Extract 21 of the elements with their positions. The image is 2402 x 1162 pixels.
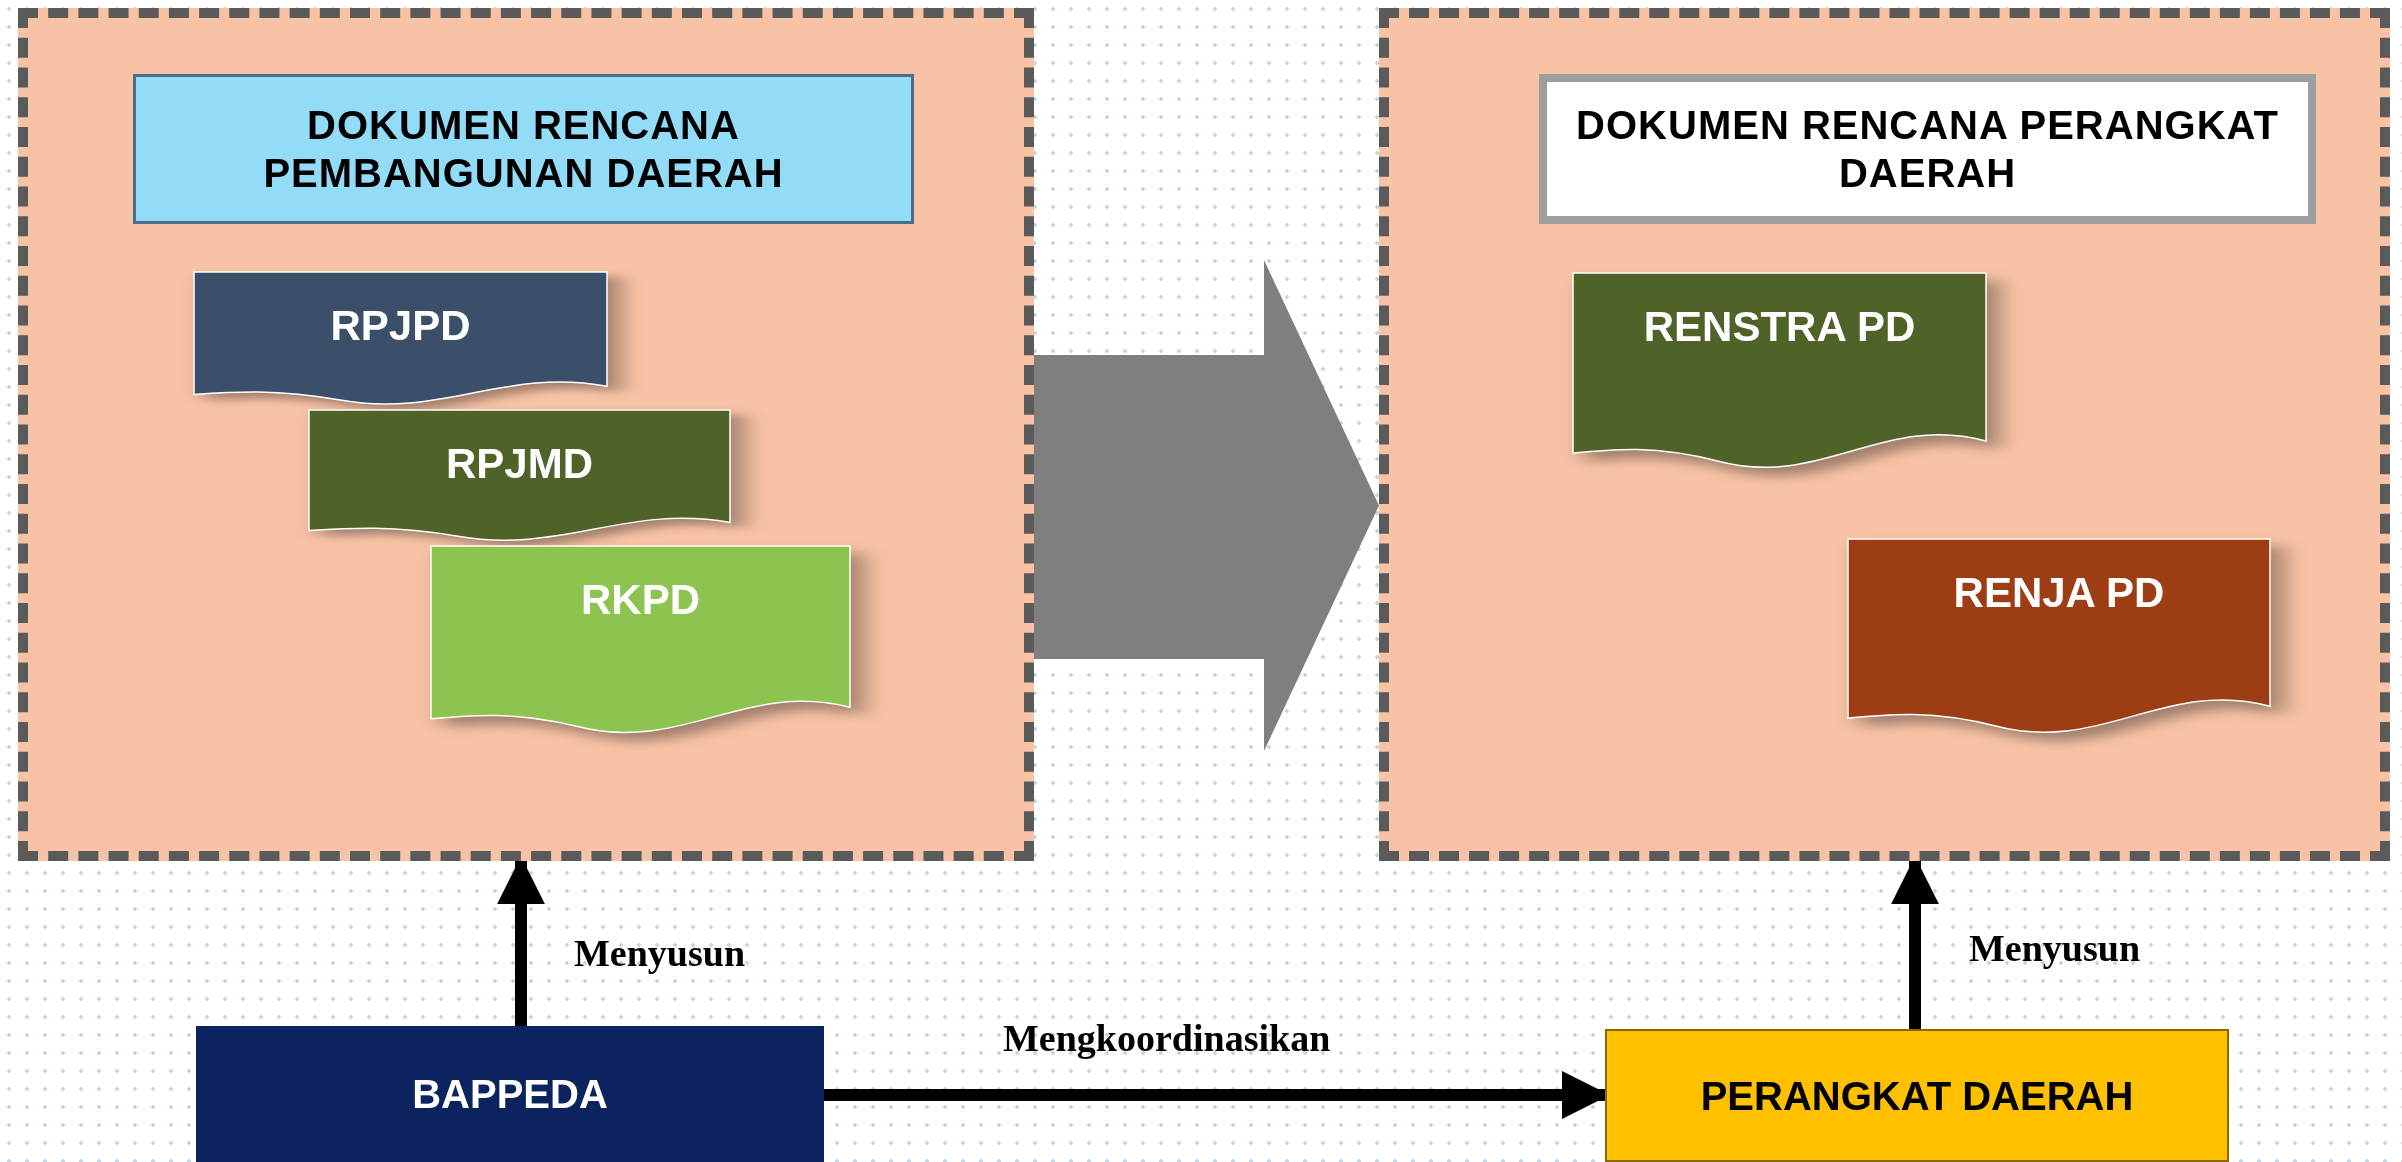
node-label: DOKUMEN RENCANA PERANGKAT DAERAH bbox=[1575, 102, 2280, 197]
edge-label: Mengkoordinasikan bbox=[1003, 1016, 1331, 1061]
node-label: RENSTRA PD bbox=[1643, 302, 1916, 352]
organization-box bbox=[196, 1026, 824, 1162]
edge-label: Menyusun bbox=[574, 931, 746, 976]
node-label: RENJA PD bbox=[1953, 568, 2165, 618]
node-label: RPJPD bbox=[330, 301, 471, 351]
document-shape bbox=[194, 272, 607, 408]
heading-box bbox=[1539, 74, 2316, 224]
node-label: RKPD bbox=[581, 575, 700, 625]
group-panel bbox=[18, 8, 1034, 861]
heading-box bbox=[133, 74, 914, 224]
node-label: PERANGKAT DAERAH bbox=[1700, 1072, 2134, 1120]
organization-box bbox=[1605, 1029, 2229, 1162]
group-panel bbox=[1379, 8, 2390, 861]
document-shape bbox=[309, 410, 730, 544]
block-arrow bbox=[1034, 260, 1379, 751]
node-label: DOKUMEN RENCANA PEMBANGUNAN DAERAH bbox=[262, 102, 785, 197]
node-label: BAPPEDA bbox=[412, 1071, 608, 1118]
edge-label: Menyusun bbox=[1969, 926, 2141, 971]
node-label: RPJMD bbox=[446, 439, 593, 489]
